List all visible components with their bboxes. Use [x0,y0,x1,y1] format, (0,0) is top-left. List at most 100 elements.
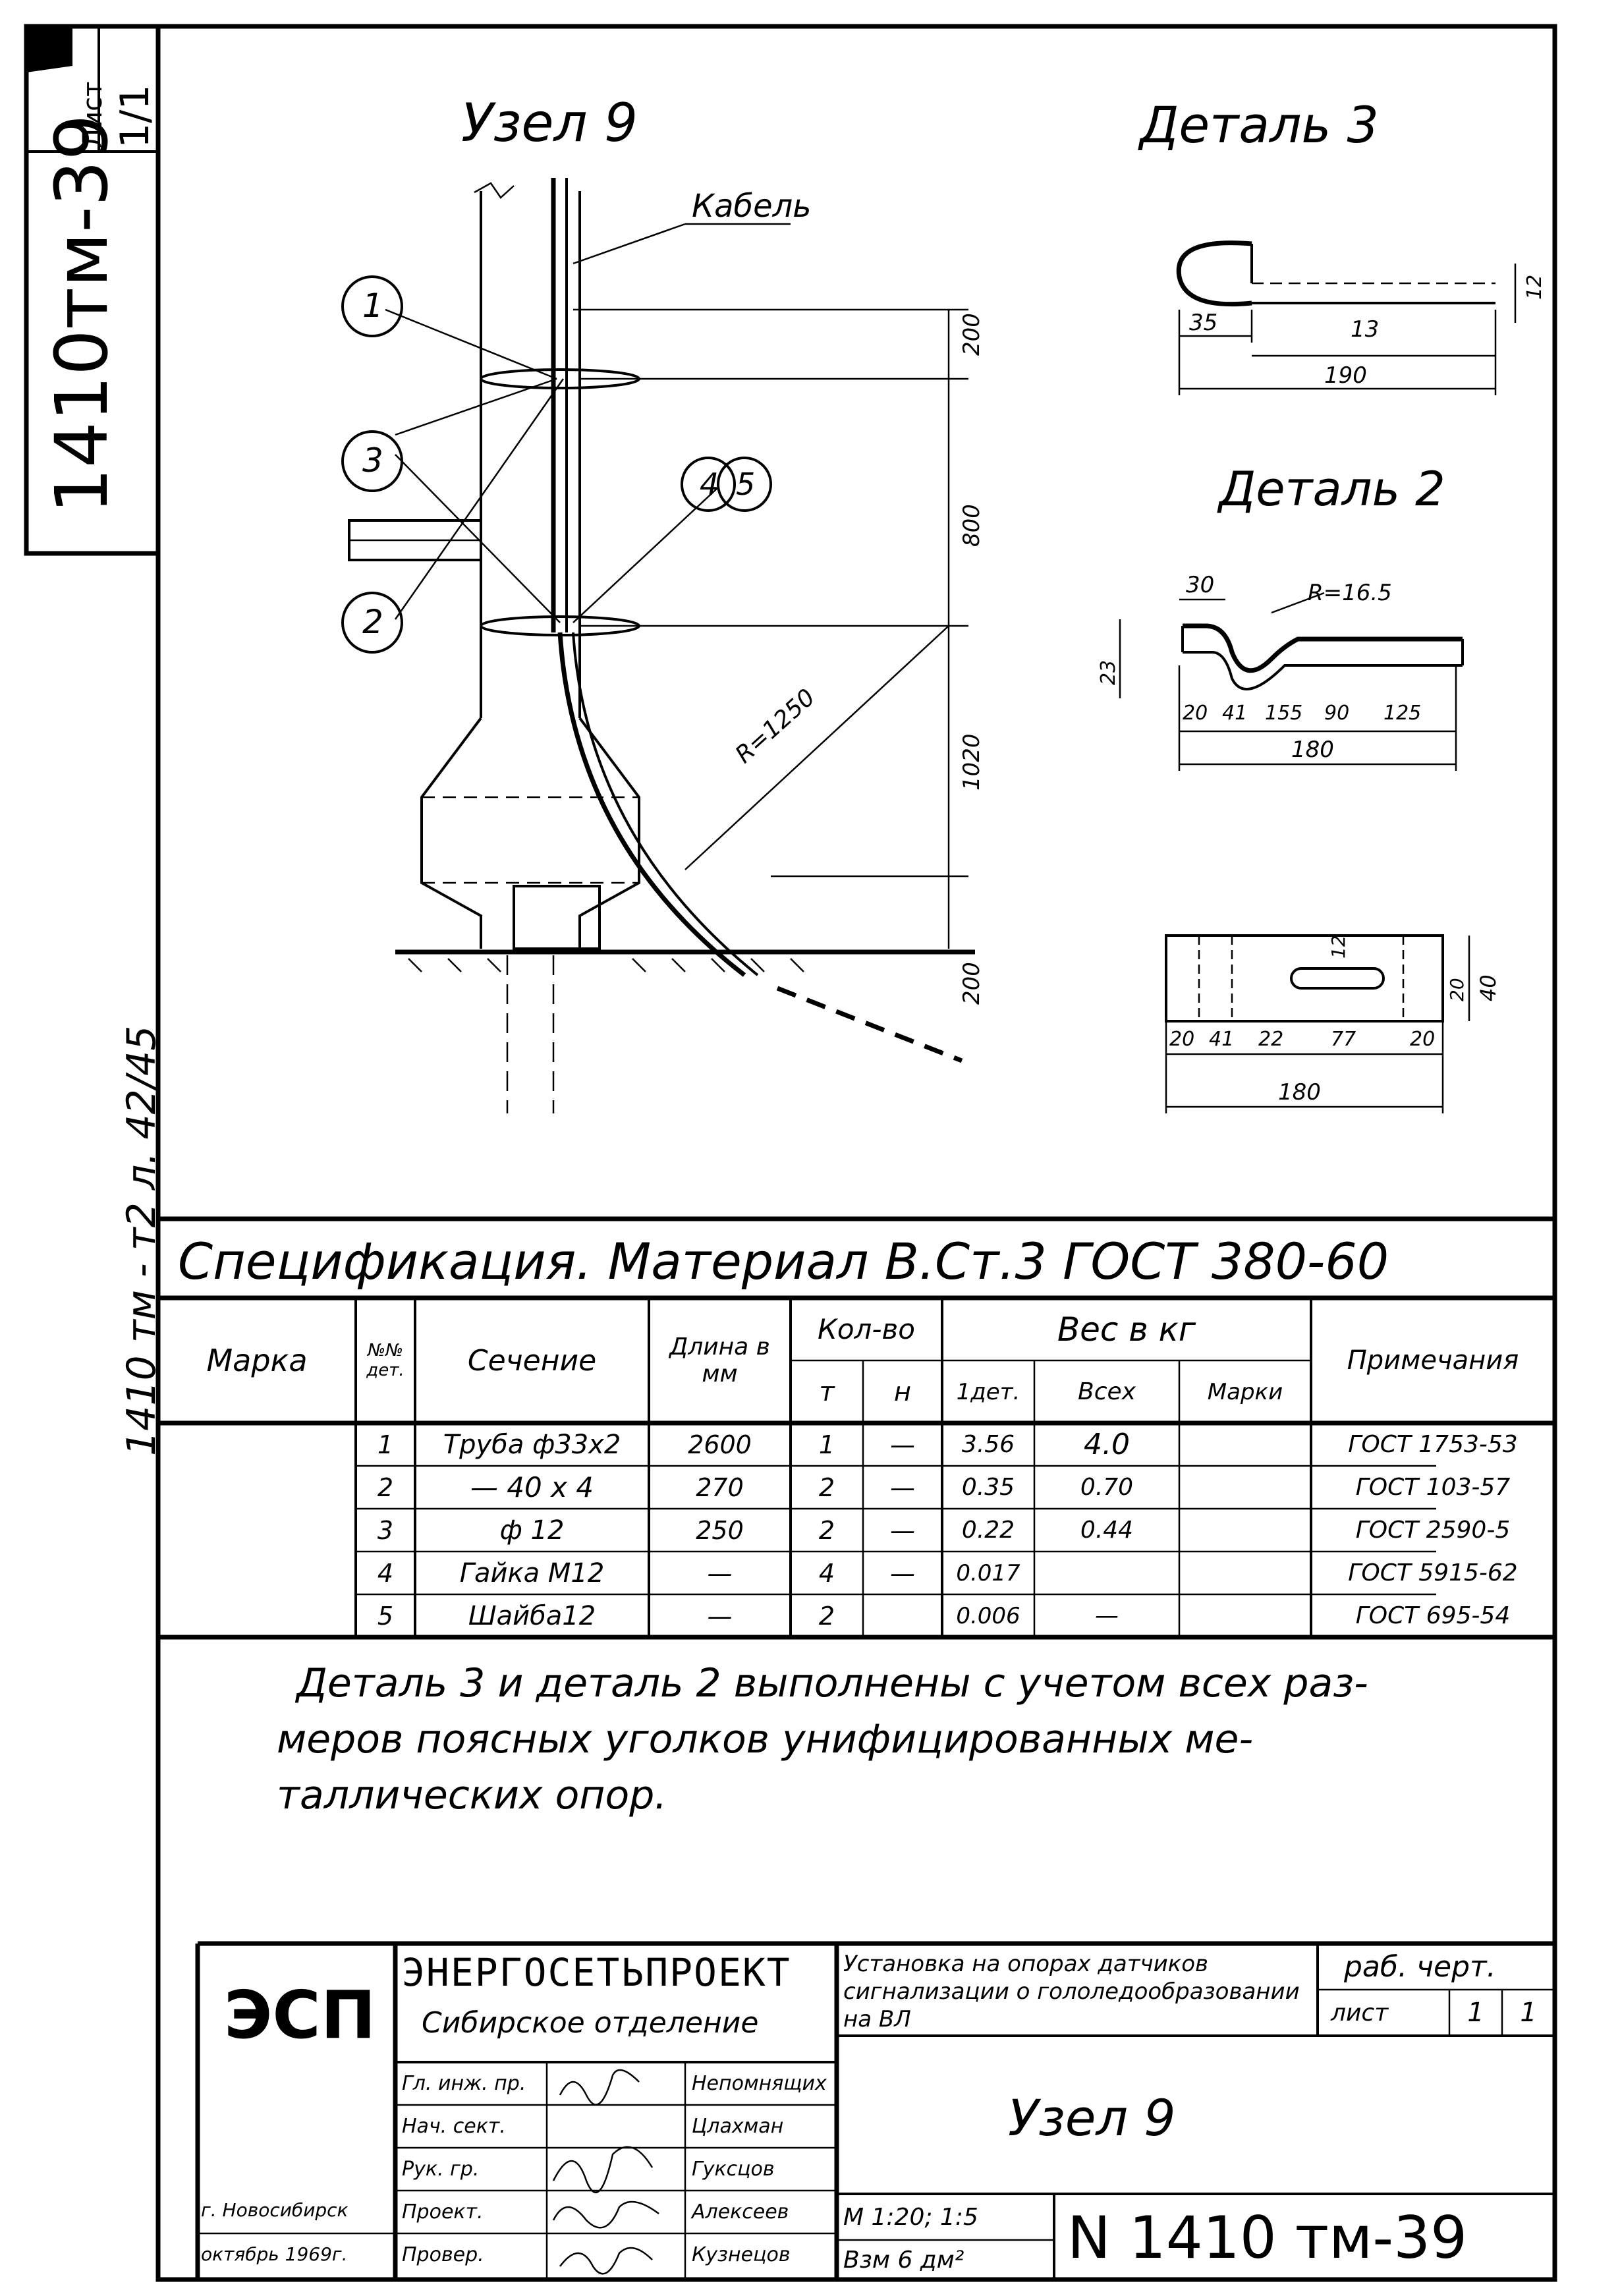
spec-row-2-n: 2 [377,1472,394,1502]
spec-row-4-t: 4 [818,1558,835,1588]
org-name: ЭНЕРГОСЕТЬПРОЕКТ [402,1950,791,1995]
callout-3: 3 [362,441,383,480]
signatures [552,2069,659,2275]
spec-row-4-length: — [707,1558,733,1588]
detal3-dim-190: 190 [1324,362,1367,389]
callout-5: 5 [736,466,756,502]
role-2: Рук. гр. [402,2158,480,2181]
dim-800: 800 [959,504,985,547]
spec-row-3-length: 250 [696,1515,744,1545]
dim-200-top: 200 [959,313,985,356]
title-block-grid [195,1941,1555,2280]
spec-row-2-one: 0.35 [961,1474,1015,1501]
dim-1020: 1020 [959,733,985,791]
spec-row-1-one: 3.56 [961,1431,1015,1458]
spec-row-5-h [863,1594,942,1637]
detal2-dim-41: 41 [1222,702,1248,725]
detal3-dim-35: 35 [1189,310,1218,336]
detal2-dim-180: 180 [1291,737,1334,763]
spec-row-1-all: 4.0 [1084,1428,1130,1461]
note-line-1: Деталь 3 и деталь 2 выполнены с учетом в… [296,1660,1368,1706]
detal3-title: Деталь 3 [1140,96,1379,154]
spec-row-2-h: — [890,1472,915,1502]
spec-row-5-n: 5 [377,1601,394,1631]
note-line-2: меров поясных уголков унифицированных ме… [277,1716,1254,1762]
spec-row-4-all [1034,1552,1179,1594]
spec-header-qty: Кол-во [818,1313,915,1345]
detal2-dim-30: 30 [1186,572,1215,598]
spec-header-notes: Примечания [1347,1345,1519,1376]
spec-row-3-section: ф 12 [499,1515,565,1546]
spec-header-w-all: Всех [1078,1378,1136,1405]
spec-header-section: Сечение [467,1343,597,1378]
spec-row-3-note: ГОСТ 2590-5 [1355,1517,1511,1544]
detal-2-drawing [1119,592,1464,771]
name-3: Алексеев [692,2200,789,2224]
dim-200-bottom: 200 [959,962,985,1005]
spec-row-4-section: Гайка М12 [459,1557,605,1588]
plan-view-drawing [1165,934,1470,1113]
radius-label: R=1250 [731,684,821,769]
spec-row-1-h: — [890,1430,915,1459]
spec-header-marka: Марка [206,1343,308,1378]
plan-dim-22: 22 [1258,1028,1284,1051]
sheet-label: лист [1331,2000,1389,2027]
plan-dim-20b: 20 [1410,1028,1436,1051]
detal-3-drawing [1176,240,1517,395]
name-2: Гуксцов [692,2158,775,2181]
uzel-9-drawing: R=1250 [341,178,975,1113]
spec-title: Спецификация. Материал В.Ст.3 ГОСТ 380-6… [178,1232,1389,1291]
note-line-3: таллических опор. [277,1772,667,1818]
detal3-dim-13: 13 [1351,316,1380,343]
logo: ЭСП [224,1976,376,2054]
role-0: Гл. инж. пр. [402,2072,526,2095]
date: октябрь 1969г. [201,2243,348,2265]
detal2-dim-125: 125 [1383,702,1422,725]
spec-row-5-t: 2 [818,1601,835,1631]
spec-row-1-length: 2600 [688,1430,752,1459]
plan-dim-180: 180 [1278,1079,1321,1106]
detal2-dim-20: 20 [1183,702,1208,725]
spec-row-1-section: Труба ф33х2 [443,1429,621,1460]
spec-row-5-length: — [707,1601,733,1631]
corner-blot [26,26,72,72]
spec-row-4-note: ГОСТ 5915-62 [1348,1559,1518,1586]
spec-header-qty-n: н [893,1376,912,1407]
callout-4: 4 [700,466,719,502]
spec-row-3-all: 0.44 [1080,1517,1134,1544]
spec-row-3-h: — [890,1515,915,1545]
detal2-dim-155: 155 [1265,702,1303,725]
sheet-ref: Взм 6 дм² [843,2247,964,2274]
spec-row-5-note: ГОСТ 695-54 [1355,1602,1511,1629]
doc-number: N 1410 тм-39 [1067,2204,1468,2272]
spec-row-1-note: ГОСТ 1753-53 [1348,1431,1518,1458]
spec-header-w-mark: Марки [1207,1378,1283,1405]
side-stamp-sheet-label: Лист [78,81,108,148]
spec-row-5-section: Шайба12 [468,1600,596,1631]
plan-dim-12: 12 [1327,935,1349,959]
detal3-dim-12: 12 [1523,274,1546,300]
spec-table-grid [158,1216,1555,1640]
detal2-title: Деталь 2 [1219,461,1445,517]
sheet-frame [155,24,1557,2282]
spec-row-3-n: 3 [377,1515,394,1545]
node-title: Узел 9 [1008,2088,1176,2147]
name-1: Цлахман [692,2115,784,2138]
spec-row-2-all: 0.70 [1080,1474,1134,1501]
spec-row-4-h: — [890,1558,915,1588]
side-stamp-sheet-value: 1/1 [112,84,158,148]
detal2-radius: R=16.5 [1308,580,1392,606]
spec-row-2-length: 270 [696,1472,744,1502]
org-dept: Сибирское отделение [422,2006,759,2040]
plan-dim-77: 77 [1331,1028,1356,1051]
callout-2: 2 [362,603,383,641]
spec-row-3-one: 0.22 [961,1517,1015,1544]
side-stamp-frame [24,24,161,556]
spec-header-weight: Вес в кг [1057,1310,1196,1349]
cable-label: Кабель [692,188,812,225]
spec-row-3-t: 2 [818,1515,835,1545]
uzel-title: Узел 9 [461,92,638,154]
scale: М 1:20; 1:5 [843,2204,978,2231]
name-4: Кузнецов [692,2243,791,2266]
